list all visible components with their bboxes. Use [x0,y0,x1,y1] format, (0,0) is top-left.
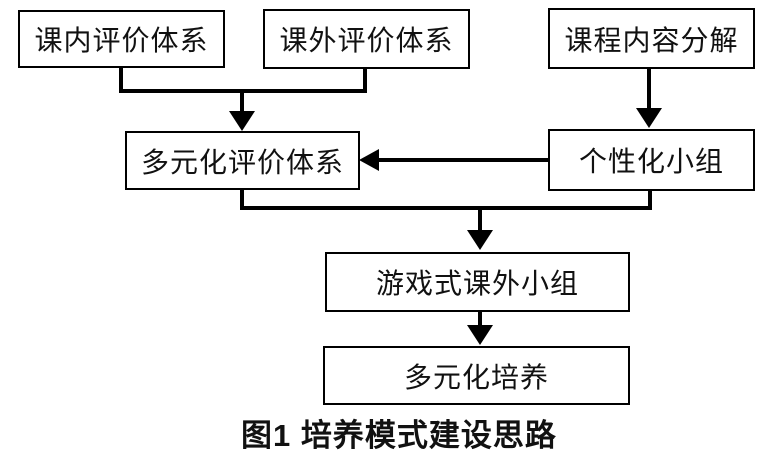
arrow-left-icon [359,149,379,171]
connector-personalized-to-diversified-eval-line [378,158,548,162]
connector-middle-merge-line [240,206,652,210]
connector-game-to-cultivation-line [478,312,482,327]
arrow-down-icon [467,230,493,250]
arrow-down-icon [467,325,493,345]
arrow-down-icon [229,111,255,131]
node-diversified-cultivation: 多元化培养 [323,346,630,405]
connector-personalized-drop-line [648,191,652,210]
node-game-style-extracurricular-group: 游戏式课外小组 [325,252,630,312]
node-extracurricular-evaluation: 课外评价体系 [263,9,470,69]
arrow-down-icon [636,108,662,128]
figure-caption: 图1 培养模式建设思路 [241,418,557,453]
connector-merge-to-game-group-line [478,206,482,232]
connector-extracurricular-drop-line [363,67,367,93]
connector-in-class-drop-line [119,67,123,93]
node-diversified-evaluation-system: 多元化评价体系 [125,131,360,190]
node-personalized-group: 个性化小组 [548,129,755,191]
connector-diversified-eval-drop-line [240,190,244,210]
node-course-content-decomposition: 课程内容分解 [548,8,755,69]
connector-course-to-personalized-line [647,68,651,112]
connector-merge-to-diversified-eval-line [240,89,244,113]
node-in-class-evaluation: 课内评价体系 [18,10,225,68]
